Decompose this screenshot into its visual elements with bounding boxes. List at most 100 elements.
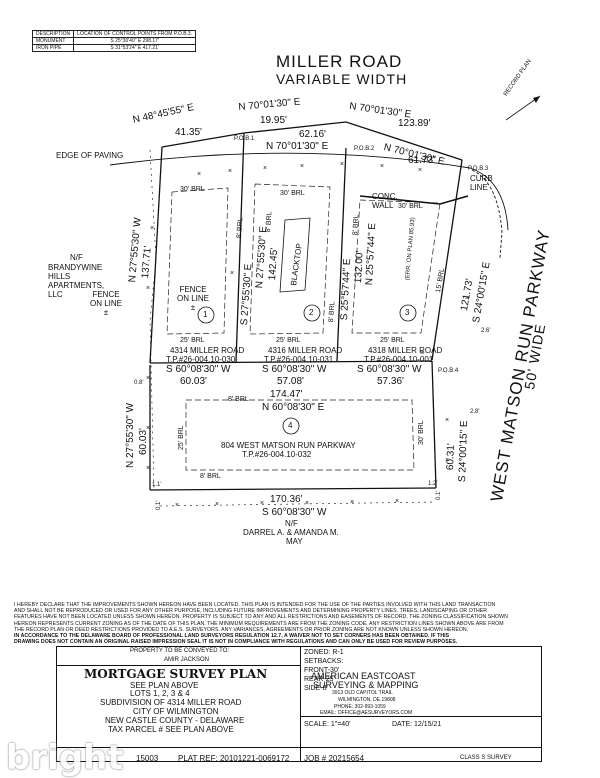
lot-number: 1 [203, 310, 208, 319]
setback-label: 25' BRL [178, 425, 185, 450]
divider [56, 665, 300, 666]
setback-label: 30' BRL [418, 420, 425, 445]
bearing: S 60°08'30" W [357, 364, 422, 375]
conveyed-name: AMIR JACKSON [164, 657, 210, 663]
zoning: ZONED: R-1 [304, 649, 344, 656]
divider [56, 747, 542, 748]
plat-drawing: ××× ××× ××× ××× ××× ××× ××× ×× [109, 95, 541, 509]
setback-label: 30' BRL [398, 203, 423, 210]
setback-label: 8' BRL [352, 214, 361, 236]
lot-taxparcel: T.P.#26-004.10-031 [264, 355, 334, 364]
note-line: I HEREBY DECLARE THAT THE IMPROVEMENTS S… [14, 602, 496, 608]
svg-text:×: × [146, 425, 150, 432]
lot-taxparcel: T.P.#26-004.10-001 [364, 355, 434, 364]
svg-text:×: × [263, 165, 267, 172]
svg-text:×: × [260, 500, 264, 507]
table-cell: S 31°53'24" E 417.21' [73, 44, 197, 52]
offset: 0.1' [156, 500, 162, 511]
svg-text:×: × [146, 375, 150, 382]
note-line: AND SHALL NOT BE REPRODUCED OR USED FOR … [14, 608, 488, 615]
lot-address: 4318 MILLER ROAD [368, 346, 443, 355]
company-address: WILMINGTON, DE.19808 [338, 697, 396, 703]
note-line: FEATURES HAVE NOT BEEN LOCATED UNLESS SH… [14, 614, 508, 621]
plan-line: NEW CASTLE COUNTY - DELAWARE [105, 716, 245, 725]
divider [300, 716, 542, 717]
lot-address: 804 WEST MATSON RUN PARKWAY [221, 441, 356, 450]
note-line: IN ACCORDANCE TO THE DELAWARE BOARD OF P… [14, 633, 450, 640]
plan-line: SEE PLAN ABOVE [130, 681, 199, 690]
neighbor-nf-label: N/F [70, 253, 83, 262]
plan-title: MORTGAGE SURVEY PLAN [84, 667, 268, 681]
lot-number: 2 [309, 308, 314, 317]
bearing: S 60°08'30" W [262, 507, 327, 518]
bright-logo: bright [6, 738, 124, 778]
svg-text:×: × [228, 168, 232, 175]
conveyed-label: PROPERTY TO BE CONVEYED TO: [130, 648, 230, 654]
distance: 62.16' [299, 129, 326, 140]
setback-rear: REAR-25' [304, 676, 335, 683]
lot-number: 3 [405, 308, 410, 317]
svg-text:×: × [465, 295, 469, 302]
plan-line: TAX PARCEL # SEE PLAN ABOVE [108, 725, 234, 734]
bearing: N 27°55'30" W [125, 402, 136, 468]
distance: 57.36' [377, 376, 404, 387]
setback-label: 8' BRL [265, 211, 274, 233]
svg-text:×: × [146, 465, 150, 472]
svg-text:×: × [380, 163, 384, 170]
setback-label: 8' BRL [328, 301, 337, 323]
plan-line: SUBDIVISION OF 4314 MILLER ROAD [100, 698, 242, 707]
company-name: SURVEYING & MAPPING [313, 680, 419, 690]
sheet-number: 15003 [136, 754, 159, 763]
neighbor-nf-label: N/F [285, 519, 298, 528]
title-block [56, 646, 542, 762]
setback-label: 30' BRL [280, 190, 305, 197]
plan-line: CITY OF WILMINGTON [133, 707, 219, 716]
offset: 2.8' [470, 409, 480, 415]
svg-text:×: × [175, 502, 179, 509]
distance: 60.31' [445, 443, 457, 471]
setback-label: 30' BRL [180, 186, 205, 193]
offset: 1.1' [152, 482, 162, 488]
svg-text:×: × [445, 457, 449, 464]
svg-text:×: × [197, 171, 201, 178]
pob-label: P.O.B.4 [438, 368, 459, 374]
setbacks-heading: SETBACKS: [304, 658, 344, 665]
svg-text:×: × [350, 499, 354, 506]
distance: 123.89' [398, 118, 431, 129]
date: DATE: 12/15/21 [392, 721, 442, 728]
svg-text:×: × [340, 161, 344, 168]
svg-text:×: × [395, 498, 399, 505]
svg-text:×: × [150, 225, 154, 232]
note-line: DRAWING DOES NOT CONTAIN AN ORIGINAL RAI… [14, 639, 458, 646]
road-name: MILLER ROAD [276, 52, 403, 71]
distance: 170.36' [270, 494, 303, 505]
note-line: HEREON REPRESENTS CURRENT ZONING AS OF T… [14, 620, 504, 627]
svg-text:×: × [146, 285, 150, 292]
offset: 0.1' [436, 490, 442, 501]
company-email: EMAIL: OFFICE@AESURVEYORS.COM [320, 710, 413, 716]
setback-label: 25' BRL [180, 337, 205, 344]
company-name: AMERICAN EASTCOAST [311, 671, 416, 681]
lot-taxparcel: T.P.#26-004.10-032 [242, 450, 312, 459]
lot-address: 4316 MILLER ROAD [268, 346, 343, 355]
lot-number: 4 [288, 421, 293, 430]
setback-label: 8' BRL [228, 396, 249, 403]
lot-taxparcel: T.P.#26-004.10-030 [166, 355, 236, 364]
bearing: N 60°08'30" E [262, 402, 325, 413]
svg-text:×: × [230, 270, 234, 277]
company-address: 3913 OLD CAPITOL TRAIL [332, 690, 393, 696]
fence-on-line-label: FENCE ON LINE ± [176, 285, 209, 312]
setback-side: SIDE-8' [304, 685, 328, 692]
distance: 60.03' [138, 428, 149, 455]
curb-line-label: CURB LINE [470, 174, 493, 192]
bearing: S 24°00'15" E [457, 420, 471, 483]
divider [300, 646, 301, 762]
pob-label: P.O.B.1 [234, 136, 255, 142]
neighbor-name: DARREL A. & AMANDA M. [243, 528, 339, 537]
offset: 0.8' [134, 380, 144, 386]
offset: 1.2' [428, 481, 438, 487]
setback-label: 25' BRL [380, 337, 405, 344]
setback-label: 8' BRL [200, 473, 221, 480]
distance: 174.47' [270, 389, 303, 400]
bearing: N 70°01'30" E [266, 141, 329, 152]
